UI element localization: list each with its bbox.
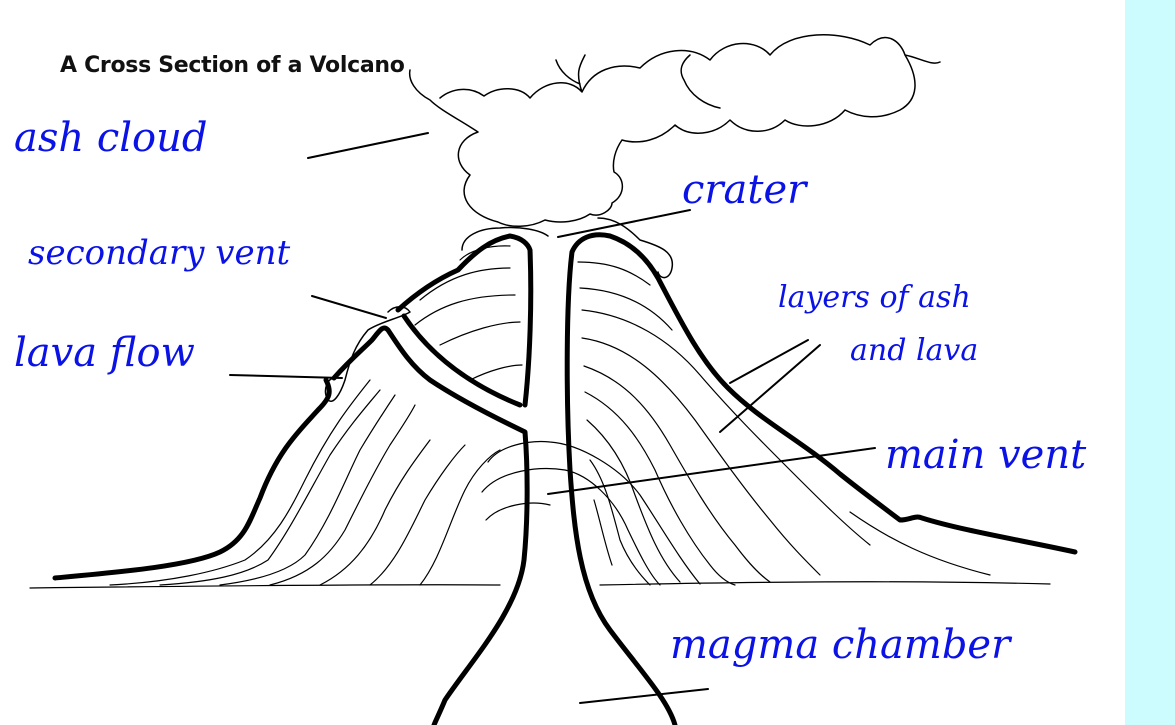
secondary-vent-outline bbox=[398, 236, 531, 405]
label-ash-cloud: ash cloud bbox=[14, 118, 208, 158]
worksheet: A Cross Section of a Volcano ash cloud c… bbox=[0, 0, 1125, 725]
label-main-vent: main vent bbox=[885, 435, 1086, 475]
ash-cloud-outline bbox=[410, 35, 940, 227]
label-layers-line1: layers of ash bbox=[778, 283, 971, 313]
label-magma-chamber: magma chamber bbox=[670, 625, 1010, 665]
label-lava-flow: lava flow bbox=[14, 333, 195, 373]
label-crater: crater bbox=[682, 170, 806, 210]
pointer-lines bbox=[230, 133, 875, 703]
diagram-title: A Cross Section of a Volcano bbox=[60, 53, 405, 78]
lava-flow-outline bbox=[326, 307, 410, 402]
volcano-outline-left bbox=[55, 328, 527, 725]
label-layers-line2: and lava bbox=[850, 336, 978, 366]
label-secondary-vent: secondary vent bbox=[28, 236, 290, 270]
